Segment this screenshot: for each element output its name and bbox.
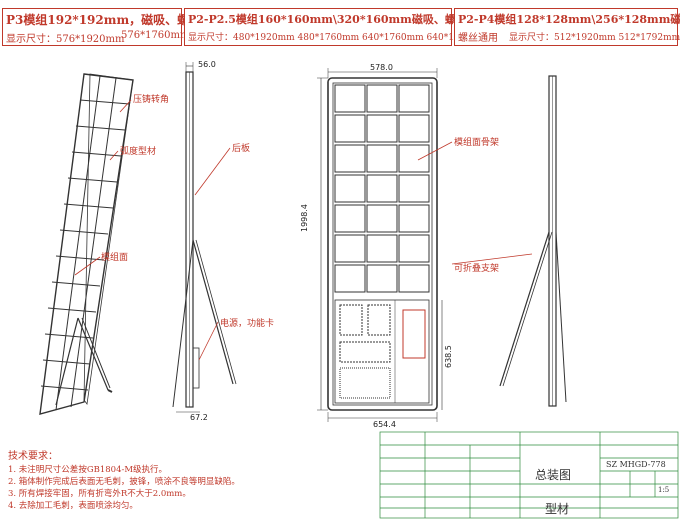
header-p3-size-extra: 576*1760mm xyxy=(121,30,190,41)
right-side-view xyxy=(499,75,567,407)
dim-bottom-width: 654.4 xyxy=(373,420,396,429)
callout-module-frame: 模组面骨架 xyxy=(454,138,500,148)
tech-requirement-4: 4. 去除加工毛刺，表面喷涂均匀。 xyxy=(8,501,138,511)
header-p2: P2-P2.5模组160*160mm\320*160mm磁吸、螺丝通用 显示尺寸… xyxy=(184,8,489,46)
header-p2-size: 显示尺寸：480*1920mm 480*1760mm 640*1760mm 64… xyxy=(188,33,489,43)
dim-side-bottom: 67.2 xyxy=(190,413,208,422)
dim-cabinet-height: 638.5 xyxy=(444,345,453,368)
title-block-code: SZ MHGD-778 xyxy=(606,460,666,469)
header-p3-size: 显示尺寸：576*1920mm xyxy=(6,34,125,45)
header-p2-title: P2-P2.5模组160*160mm\320*160mm磁吸、螺丝通用 xyxy=(188,13,489,26)
title-block xyxy=(379,431,679,519)
title-block-drawing-name: 总装图 xyxy=(535,468,572,482)
perspective-view xyxy=(39,73,134,415)
header-p2p4-size: 显示尺寸：512*1920mm 512*1792mm xyxy=(509,33,680,43)
side-view xyxy=(172,62,237,413)
tech-requirements-title: 技术要求： xyxy=(8,451,58,462)
header-p3: P3模组192*192mm，磁吸、螺丝通用 显示尺寸：576*1920mm 57… xyxy=(2,8,225,46)
leader-lines xyxy=(74,99,533,361)
header-p3-title: P3模组192*192mm，磁吸、螺丝通用 xyxy=(6,13,226,27)
tech-requirement-3: 3. 所有焊接牢固，所有折弯外R不大于2.0mm。 xyxy=(8,489,191,499)
callout-power-function-card: 电源，功能卡 xyxy=(220,319,275,329)
callout-curved-profile: 弧度型材 xyxy=(120,147,157,157)
front-view xyxy=(317,68,443,422)
dim-front-width: 578.0 xyxy=(370,63,393,72)
dim-side-top: 56.0 xyxy=(198,60,216,69)
title-block-scale: 1:5 xyxy=(658,486,670,494)
header-p2p4-title: P2-P4模组128*128mm\256*128mm磁吸、 xyxy=(458,13,680,26)
callout-back-panel: 后板 xyxy=(232,144,251,154)
callout-die-cast-corner: 压铸转角 xyxy=(133,95,170,105)
tech-requirements: 技术要求： 1. 未注明尺寸公差按GB1804-M级执行。 2. 箱体制作完成后… xyxy=(8,447,240,512)
header-p2p4-title2: 螺丝通用 xyxy=(458,33,498,44)
tech-requirement-1: 1. 未注明尺寸公差按GB1804-M级执行。 xyxy=(8,465,168,475)
callout-folding-stand: 可折叠支架 xyxy=(454,264,500,274)
callout-module-face: 模组面 xyxy=(101,253,129,263)
header-p2p4: P2-P4模组128*128mm\256*128mm磁吸、 螺丝通用 显示尺寸：… xyxy=(454,8,680,46)
dim-front-height: 1998.4 xyxy=(300,204,309,232)
tech-requirement-2: 2. 箱体制作完成后表面无毛刺，披锋，喷涂不良等明显缺陷。 xyxy=(8,477,240,487)
title-block-material: 型材 xyxy=(545,502,570,516)
